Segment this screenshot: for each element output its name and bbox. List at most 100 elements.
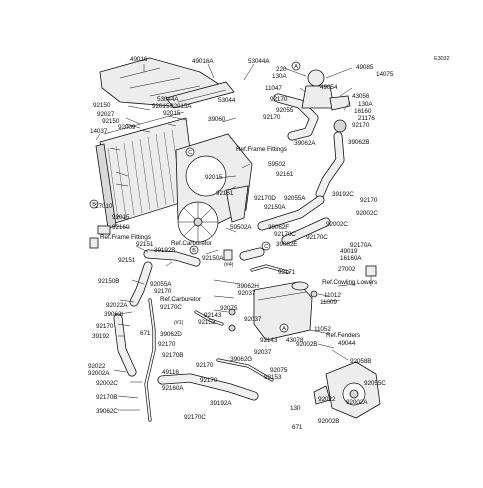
- part-label-11009[interactable]: 11009: [320, 299, 337, 306]
- part-label-92055[interactable]: 92055: [276, 107, 294, 114]
- part-label-39062g[interactable]: 39062G: [230, 356, 253, 363]
- part-label-92002c-l[interactable]: 92002C: [96, 380, 118, 387]
- ref-cowling-lowers[interactable]: Ref.Cowling Lowers: [322, 279, 378, 286]
- part-label-92002b-b[interactable]: 92002B: [318, 418, 340, 425]
- part-label-92170c-b[interactable]: 92170C: [184, 414, 206, 421]
- part-label-92170a[interactable]: 92170A: [350, 242, 372, 249]
- ref-carburetor-2[interactable]: Ref.Carburetor: [160, 296, 201, 303]
- part-label-49116[interactable]: 49116: [162, 369, 179, 376]
- part-label-92151-l[interactable]: 92151: [136, 241, 154, 248]
- part-label-92002c-r[interactable]: 92002C: [356, 210, 378, 217]
- part-label-92143-a[interactable]: 92143: [204, 312, 222, 319]
- part-label-92022-b[interactable]: 92022: [318, 396, 336, 403]
- part-label-92143-b[interactable]: 92143: [260, 337, 278, 344]
- part-label-92009[interactable]: 92009: [118, 124, 136, 131]
- part-label-92015-a[interactable]: 92015: [152, 103, 170, 110]
- part-label-53044[interactable]: 53044: [218, 97, 236, 104]
- part-label-92153-a[interactable]: 92153: [198, 319, 216, 326]
- part-label-671-a[interactable]: 671: [140, 330, 151, 337]
- part-label-92160a[interactable]: 92160A: [162, 385, 184, 392]
- part-label-92170-l4[interactable]: 92170: [196, 362, 214, 369]
- part-label-92170c-m[interactable]: 92170C: [274, 231, 296, 238]
- part-label-92037-a[interactable]: 92037: [238, 290, 256, 297]
- part-label-92055a-l[interactable]: 92055A: [150, 281, 172, 288]
- part-label-49044[interactable]: 49044: [338, 340, 356, 347]
- part-label-11012[interactable]: 11012: [324, 292, 341, 299]
- part-label-92055c[interactable]: 92055C: [364, 380, 386, 387]
- part-label-92171[interactable]: 92171: [278, 269, 296, 276]
- part-label-21176[interactable]: 21176: [358, 115, 375, 122]
- part-label-92170-l5[interactable]: 92170: [200, 377, 218, 384]
- part-label-92022[interactable]: 92022: [88, 363, 106, 370]
- part-label-130a-top[interactable]: 130A: [272, 73, 287, 80]
- part-label-92075[interactable]: 92075: [220, 305, 238, 312]
- part-label-671-b[interactable]: 671: [292, 424, 303, 431]
- part-label-43056[interactable]: 43056: [352, 93, 370, 100]
- part-label-92075-b[interactable]: 92075: [270, 367, 288, 374]
- part-label-92150-l2[interactable]: 92150: [102, 118, 120, 125]
- ref-frame-fittings-2[interactable]: Ref.Frame Fittings: [100, 234, 151, 241]
- part-label-53044a-mid[interactable]: 53044A: [157, 96, 179, 103]
- part-label-11052[interactable]: 11052: [314, 326, 331, 333]
- part-label-59502[interactable]: 59502: [268, 161, 286, 168]
- part-label-130[interactable]: 130: [290, 405, 301, 412]
- part-label-92015-b[interactable]: 92015: [163, 110, 181, 117]
- part-label-92170-r1[interactable]: 92170: [352, 122, 370, 129]
- part-label-53044a-top[interactable]: 53044A: [248, 58, 270, 65]
- ref-carburetor-1[interactable]: Ref.Carburetor: [171, 240, 212, 247]
- part-label-92153-b[interactable]: 92153: [264, 374, 282, 381]
- part-label-39062c[interactable]: 39062C: [96, 408, 118, 415]
- part-label-92170-r2[interactable]: 92170: [360, 197, 378, 204]
- part-label-92022a[interactable]: 92022A: [106, 302, 128, 309]
- ref-fenders[interactable]: Ref.Fenders: [326, 332, 361, 339]
- part-label-92170c-l[interactable]: 92170C: [160, 304, 182, 311]
- part-label-39062b[interactable]: 39062B: [348, 139, 370, 146]
- part-label-92161-r[interactable]: 92161: [276, 171, 294, 178]
- part-label-92170c-m2[interactable]: 92170C: [306, 234, 328, 241]
- part-label-92150b[interactable]: 92150B: [98, 278, 120, 285]
- part-label-16160[interactable]: 16160: [354, 108, 372, 115]
- part-label-92150a-m[interactable]: 92150A: [264, 204, 286, 211]
- part-label-220[interactable]: 220: [276, 66, 287, 73]
- ref-frame-fittings-1[interactable]: Ref.Frame Fittings: [236, 146, 287, 153]
- part-label-92002b-a[interactable]: 92002B: [296, 341, 318, 348]
- part-label-39192[interactable]: 39192: [92, 333, 110, 340]
- part-label-49016[interactable]: 49016: [130, 56, 148, 63]
- part-label-92170-l3[interactable]: 92170: [158, 341, 176, 348]
- part-label-92161-m[interactable]: 92161: [216, 190, 234, 197]
- part-label-59502a[interactable]: 59502A: [230, 224, 252, 231]
- part-label-39062i[interactable]: 39062I: [104, 311, 123, 318]
- part-label-92150a-c[interactable]: 92150A: [202, 255, 224, 262]
- part-label-92015-c[interactable]: 92015: [205, 174, 223, 181]
- part-label-92170-l[interactable]: 92170: [154, 288, 172, 295]
- part-label-92015a[interactable]: 92015A: [170, 103, 192, 110]
- part-label-92002a-l[interactable]: 92002A: [88, 370, 110, 377]
- part-label-49085[interactable]: 49085: [356, 64, 374, 71]
- part-label-39062d[interactable]: 39062D: [160, 331, 182, 338]
- part-label-92170-t[interactable]: 92170: [270, 96, 288, 103]
- part-label-130a-r[interactable]: 130A: [358, 101, 373, 108]
- part-label-39192b[interactable]: 39192B: [154, 247, 176, 254]
- part-label-27002[interactable]: 27002: [338, 266, 356, 273]
- part-label-92002c-m[interactable]: 92002C: [326, 221, 348, 228]
- part-label-14037[interactable]: 14037: [90, 128, 108, 135]
- part-label-92015-d[interactable]: 92015: [112, 214, 130, 221]
- part-label-92027[interactable]: 92027: [97, 111, 115, 118]
- part-label-92058b[interactable]: 92058B: [350, 358, 372, 365]
- part-label-14075[interactable]: 14075: [376, 71, 394, 78]
- part-label-92002a-r[interactable]: 92002A: [346, 399, 368, 406]
- part-label-39062e[interactable]: 39062E: [276, 241, 298, 248]
- part-label-27010[interactable]: 27010: [95, 203, 113, 210]
- part-label-39192c[interactable]: 39192C: [332, 191, 354, 198]
- part-label-92055a-r[interactable]: 92055A: [284, 195, 306, 202]
- part-label-92037-b[interactable]: 92037: [244, 316, 262, 323]
- part-label-39060[interactable]: 39060: [208, 116, 226, 123]
- part-label-92160[interactable]: 92160: [112, 224, 130, 231]
- part-label-16160a[interactable]: 16160A: [340, 255, 362, 262]
- part-label-39062h[interactable]: 39062H: [237, 283, 259, 290]
- part-label-49054[interactable]: 49054: [320, 84, 338, 91]
- part-label-92170d[interactable]: 92170D: [254, 195, 276, 202]
- part-label-92150-l[interactable]: 92150: [93, 102, 111, 109]
- part-label-92170b[interactable]: 92170B: [162, 352, 184, 359]
- part-label-43078[interactable]: 43078: [286, 337, 304, 344]
